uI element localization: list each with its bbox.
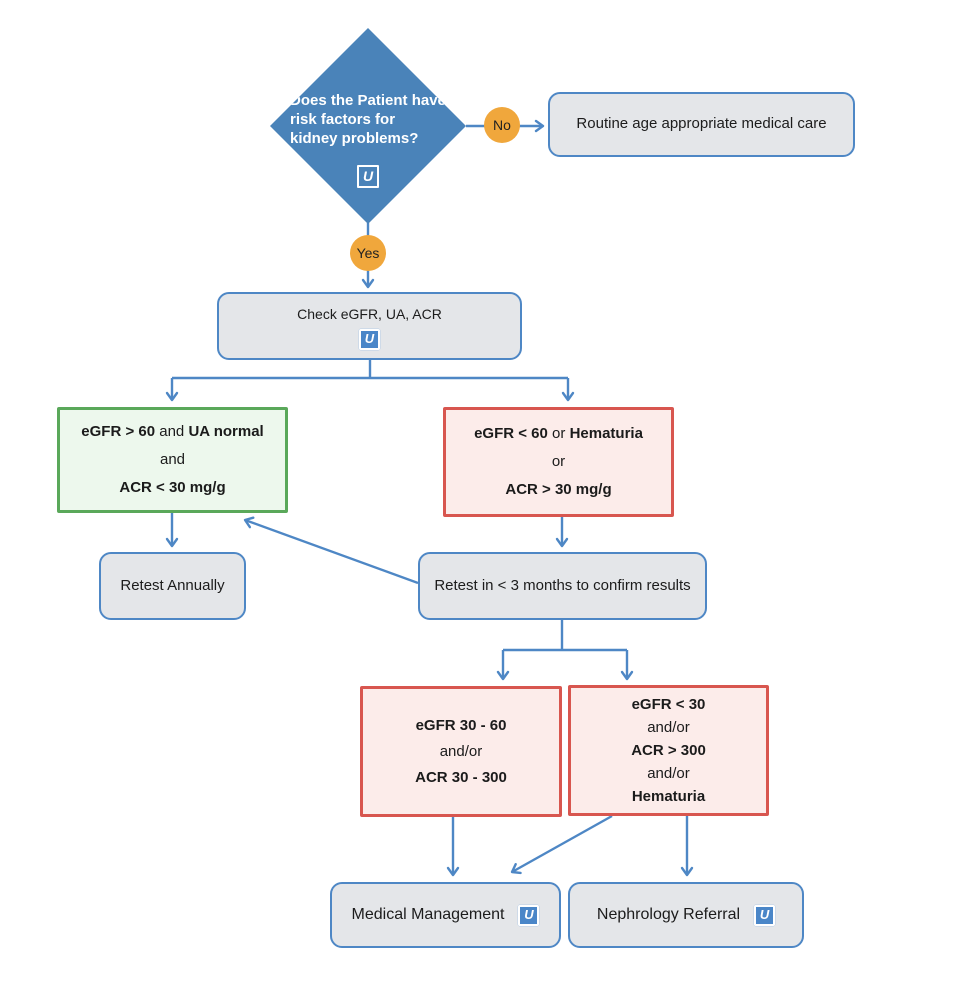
check-labs-box: Check eGFR, UA, ACR U bbox=[217, 292, 522, 360]
condition-line: and bbox=[160, 450, 185, 470]
condition-text: or bbox=[551, 453, 566, 470]
condition-text: eGFR > 60 bbox=[81, 423, 156, 440]
condition-text: and bbox=[155, 423, 189, 440]
connector-severe-to-medical bbox=[510, 814, 613, 875]
condition-text: and/or bbox=[439, 742, 483, 760]
condition-line: ACR 30 - 300 bbox=[415, 768, 507, 788]
condition-line: ACR > 300 bbox=[631, 741, 706, 761]
condition-text: or bbox=[547, 425, 570, 442]
condition-line: ACR < 30 mg/g bbox=[119, 478, 225, 498]
nephrology-referral-box: Nephrology Referral U bbox=[568, 882, 804, 948]
condition-text: and bbox=[159, 451, 186, 468]
condition-text: ACR < 30 mg/g bbox=[119, 479, 226, 496]
medical-management-box: Medical Management U bbox=[330, 882, 561, 948]
condition-line: eGFR < 60 or Hematuria bbox=[474, 424, 643, 444]
condition-text: ACR > 30 mg/g bbox=[505, 481, 612, 498]
no-bubble: No bbox=[484, 107, 520, 143]
u-link-icon[interactable]: U bbox=[518, 904, 540, 926]
nephrology-referral-label: Nephrology Referral bbox=[596, 906, 741, 923]
u-link-icon[interactable]: U bbox=[359, 328, 380, 350]
u-link-icon[interactable]: U bbox=[754, 904, 776, 926]
condition-line: eGFR 30 - 60 bbox=[416, 716, 507, 736]
retest-annually-label: Retest Annually bbox=[120, 576, 225, 594]
condition-text: ACR > 300 bbox=[631, 741, 706, 759]
check-labs-label: Check eGFR, UA, ACR bbox=[297, 306, 442, 323]
condition-line: eGFR < 30 bbox=[632, 695, 706, 715]
condition-line: or bbox=[552, 452, 565, 472]
condition-text: Hematuria bbox=[569, 425, 643, 442]
condition-text: ACR 30 - 300 bbox=[415, 768, 507, 786]
condition-text: UA normal bbox=[188, 423, 264, 440]
condition-line: and/or bbox=[647, 764, 690, 784]
condition-text: Hematuria bbox=[631, 787, 706, 805]
condition-line: Hematuria bbox=[632, 787, 705, 807]
condition-text: eGFR < 60 bbox=[474, 425, 548, 442]
condition-line: and/or bbox=[440, 742, 483, 762]
u-link-icon[interactable]: U bbox=[357, 164, 379, 188]
retest-confirm-label: Retest in < 3 months to confirm results bbox=[434, 576, 691, 594]
condition-text: and/or bbox=[647, 718, 690, 736]
routine-care-box: Routine age appropriate medical care bbox=[548, 92, 855, 157]
decision-question: Does the Patient have risk factors for k… bbox=[290, 91, 446, 147]
condition-line: and/or bbox=[647, 718, 690, 738]
condition-text: eGFR < 30 bbox=[631, 695, 706, 713]
connector-retest-confirm-to-normal bbox=[243, 516, 419, 585]
routine-care-label: Routine age appropriate medical care bbox=[576, 115, 827, 133]
retest-confirm-box: Retest in < 3 months to confirm results bbox=[418, 552, 707, 620]
condition-line: ACR > 30 mg/g bbox=[505, 480, 611, 500]
yes-bubble: Yes bbox=[350, 235, 386, 271]
medical-management-label: Medical Management bbox=[351, 906, 505, 923]
condition-text: and/or bbox=[647, 764, 690, 782]
retest-annually-box: Retest Annually bbox=[99, 552, 246, 620]
condition-line: eGFR > 60 and UA normal bbox=[81, 422, 263, 442]
condition-text: eGFR 30 - 60 bbox=[415, 716, 507, 734]
